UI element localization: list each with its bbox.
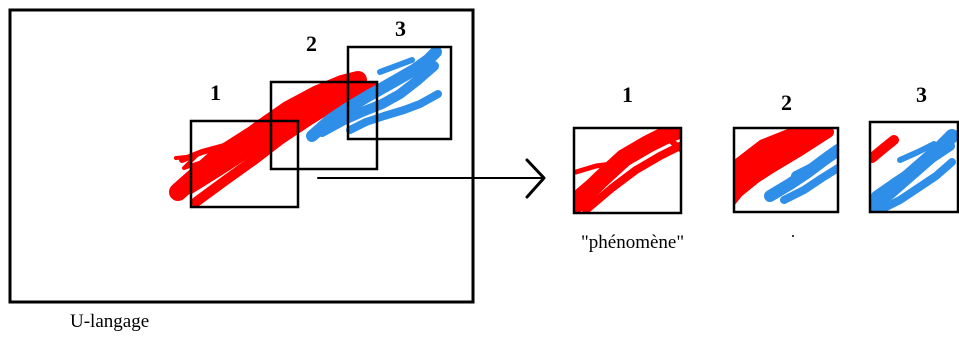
blue-gesture-stroke: [306, 46, 442, 142]
window-2-label: 2: [306, 31, 317, 56]
tile-1-label: 1: [622, 82, 633, 107]
tile-2-label: 2: [781, 90, 792, 115]
window-3-label: 3: [395, 16, 406, 41]
tile-3: [868, 120, 959, 214]
tile-2: [732, 126, 840, 214]
phenomene-caption: "phénomène": [581, 232, 685, 253]
u-langage-caption: U-langage: [70, 311, 150, 332]
stray-dot: [792, 235, 794, 237]
window-1: [189, 119, 300, 209]
u-langage-frame: [8, 8, 475, 304]
tile-3-label: 3: [916, 82, 927, 107]
red-gesture-stroke: [169, 71, 378, 207]
tile-1: [572, 126, 683, 215]
window-2: [269, 80, 379, 171]
window-1-label: 1: [210, 80, 221, 105]
arrow-right-icon: [317, 158, 546, 199]
window-3: [346, 45, 453, 141]
